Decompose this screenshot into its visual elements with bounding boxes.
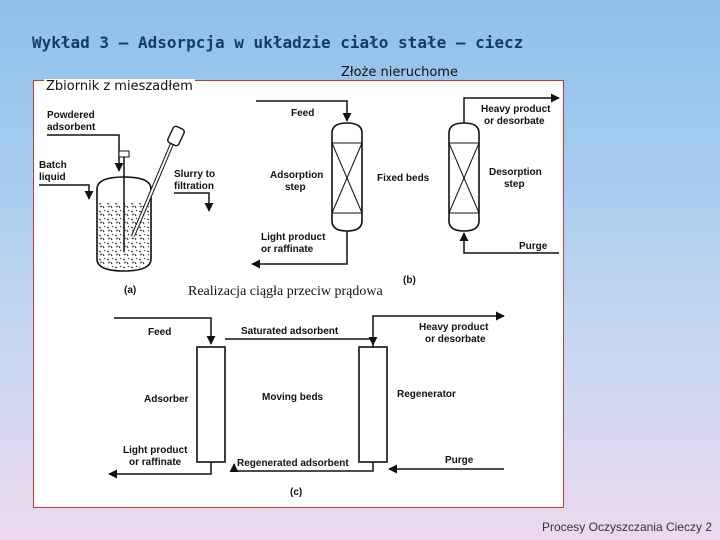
label-moving-beds: Moving beds	[262, 392, 324, 403]
agitator-motor	[118, 150, 130, 158]
caption-c: (c)	[290, 487, 302, 498]
label-adsorption-1: Adsorption	[270, 170, 323, 181]
label-powdered-2: adsorbent	[47, 122, 96, 133]
slide-title: Wykład 3 – Adsorpcja w układzie ciało st…	[32, 33, 524, 52]
label-feed-c: Feed	[148, 327, 171, 338]
label-regenerator: Regenerator	[397, 389, 456, 400]
label-light-c-2: or raffinate	[129, 457, 182, 468]
label-adsorber: Adsorber	[144, 394, 189, 405]
process-diagram: Powdered adsorbent Batch liquid Slurry t…	[39, 93, 560, 498]
regenerator-column	[358, 346, 388, 463]
label-desorption-2: step	[504, 179, 525, 190]
arrow-regenerated-adsorbent	[229, 462, 374, 473]
label-batch-1: Batch	[39, 160, 67, 171]
caption-b: (b)	[403, 275, 416, 286]
label-purge-b: Purge	[519, 241, 548, 252]
arrow-saturated-adsorbent	[225, 336, 378, 346]
label-heavy-c-2: or desorbate	[425, 334, 486, 345]
label-continuous-countercurrent: Realizacja ciągła przeciw prądowa	[188, 284, 383, 299]
adsorber-column	[196, 346, 226, 463]
label-purge-c: Purge	[445, 455, 474, 466]
label-light-b-1: Light product	[261, 232, 326, 243]
label-fixed-bed: Złoże nieruchome	[341, 65, 458, 80]
label-saturated: Saturated adsorbent	[241, 326, 339, 337]
arrow-heavy-product-c	[372, 311, 505, 347]
arrow-heavy-product-b	[463, 93, 560, 123]
diagram-b-fixed-beds: Feed Adsorption step Fixed beds Heavy pr…	[251, 93, 560, 286]
caption-a: (a)	[124, 285, 136, 296]
label-regenerated: Regenerated adsorbent	[237, 458, 349, 469]
label-stirred-tank: Zbiornik z mieszadłem	[44, 79, 195, 94]
outlet-valve	[167, 125, 185, 147]
diagram-a-stirred-tank: Powdered adsorbent Batch liquid Slurry t…	[39, 110, 215, 296]
label-powdered-1: Powdered	[47, 110, 95, 121]
figure-panel: Powdered adsorbent Batch liquid Slurry t…	[33, 80, 564, 508]
arrow-feed-b	[256, 100, 352, 122]
arrow-purge-b	[459, 232, 559, 254]
slide-footer: Procesy Oczyszczania Cieczy 2	[541, 520, 712, 534]
label-heavy-b-1: Heavy product	[481, 104, 551, 115]
arrow-light-product-c	[108, 462, 212, 479]
arrow-feed-c	[114, 317, 216, 345]
arrow-light-product-b	[251, 231, 348, 269]
label-desorption-1: Desorption	[489, 167, 542, 178]
label-batch-2: liquid	[39, 172, 66, 183]
label-heavy-b-2: or desorbate	[484, 116, 545, 127]
arrow-slurry	[174, 192, 214, 212]
label-fixed-beds: Fixed beds	[377, 173, 430, 184]
arrow-powdered-adsorbent	[47, 134, 124, 172]
label-feed-b: Feed	[291, 108, 314, 119]
label-light-b-2: or raffinate	[261, 244, 314, 255]
diagram-c-moving-beds: Feed Saturated adsorbent Heavy product o…	[108, 311, 505, 498]
arrow-batch-liquid	[39, 184, 94, 200]
label-slurry-1: Slurry to	[174, 169, 215, 180]
label-slurry-2: filtration	[174, 181, 214, 192]
label-light-c-1: Light product	[123, 445, 188, 456]
label-heavy-c-1: Heavy product	[419, 322, 489, 333]
label-adsorption-2: step	[285, 182, 306, 193]
